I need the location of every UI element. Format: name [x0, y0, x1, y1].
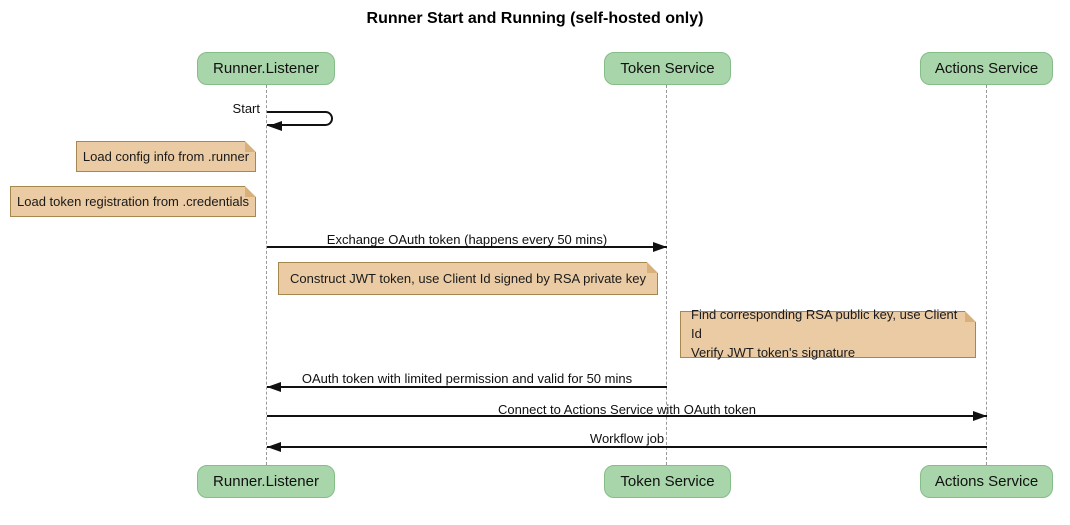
participant-actions-service-top: Actions Service: [920, 52, 1053, 85]
message-exchange-oauth-arrowhead: [653, 242, 667, 252]
message-oauth-return-label: OAuth token with limited permission and …: [301, 371, 633, 386]
message-start-self-loop: [267, 111, 333, 126]
participant-runner-listener-top: Runner.Listener: [197, 52, 335, 85]
message-connect-actions-line: [267, 415, 987, 417]
message-exchange-oauth-line: [267, 246, 667, 248]
participant-token-service-bottom: Token Service: [604, 465, 731, 498]
note-construct-jwt: Construct JWT token, use Client Id signe…: [278, 262, 658, 295]
message-oauth-return-line: [267, 386, 667, 388]
participant-token-service-top: Token Service: [604, 52, 731, 85]
message-workflow-job-line: [267, 446, 987, 448]
message-workflow-job-label: Workflow job: [589, 431, 665, 446]
diagram-title: Runner Start and Running (self-hosted on…: [366, 10, 704, 27]
message-exchange-oauth-label: Exchange OAuth token (happens every 50 m…: [326, 232, 608, 247]
message-workflow-job-arrowhead: [267, 442, 281, 452]
message-start-arrowhead: [268, 121, 282, 131]
lifeline-runner-listener: [266, 85, 267, 465]
note-load-token-registration: Load token registration from .credential…: [10, 186, 256, 217]
note-load-config: Load config info from .runner: [76, 141, 256, 172]
lifeline-token-service: [666, 85, 667, 465]
message-connect-actions-label: Connect to Actions Service with OAuth to…: [498, 402, 756, 417]
message-start-label: Start: [232, 101, 260, 116]
message-oauth-return-arrowhead: [267, 382, 281, 392]
message-connect-actions-arrowhead: [973, 411, 987, 421]
participant-actions-service-bottom: Actions Service: [920, 465, 1053, 498]
lifeline-actions-service: [986, 85, 987, 465]
note-verify-jwt: Find corresponding RSA public key, use C…: [680, 307, 976, 360]
participant-runner-listener-bottom: Runner.Listener: [197, 465, 335, 498]
